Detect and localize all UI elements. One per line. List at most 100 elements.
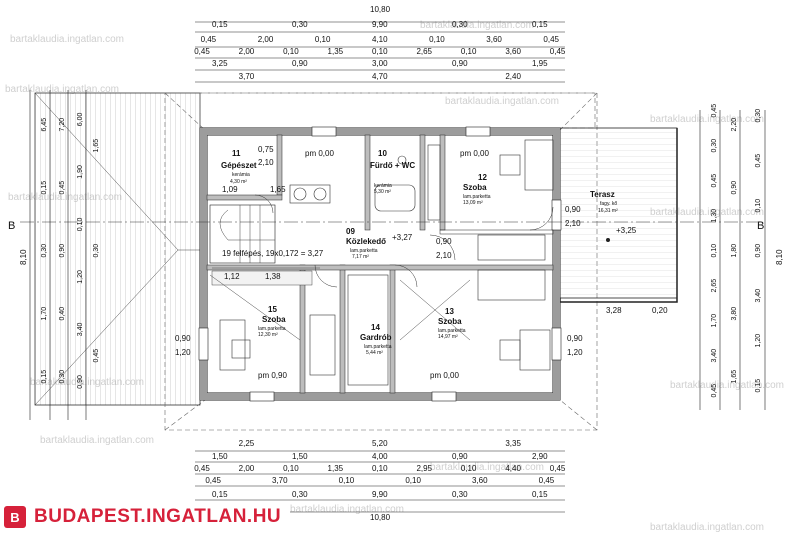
staircase (209, 204, 320, 286)
section-label-right: B (757, 220, 764, 232)
dimension-value: 9,90 (372, 20, 388, 29)
wardrobe (427, 144, 441, 221)
room-14-floor: lam.parketta (364, 344, 392, 350)
dimension-value: 2,65 (416, 47, 432, 56)
level-label: pm 0,00 (430, 371, 459, 380)
dimension-value: 0,15 (755, 379, 762, 393)
terrace: Terasz fagy. kő 16,31 m² +3,25 (559, 127, 678, 303)
dimension-value: 4,40 (505, 464, 521, 473)
dimension-value: 0,45 (539, 476, 555, 485)
watermark-text: bartaklaudia.ingatlan.com (290, 504, 404, 515)
dimension-value: 0,15 (41, 370, 48, 384)
room-13-area: 14,97 m² (438, 334, 458, 340)
dimension-label: 1,20 (567, 348, 583, 357)
dimension-value: 2,20 (731, 118, 738, 132)
dimension-value: 0,30 (93, 244, 100, 258)
dimension-value: 4,70 (372, 72, 388, 81)
dimension-value: 0,10 (461, 464, 477, 473)
dimension-value: 0,10 (461, 47, 477, 56)
brand-logo-icon: B (4, 506, 26, 528)
dimension-value: 0,45 (550, 464, 566, 473)
room-15-floor: lam.parketta (258, 326, 286, 332)
level-label: pm 0,90 (258, 371, 287, 380)
dimension-value: 0,45 (711, 384, 718, 398)
dimension-label: 0,90 (567, 334, 583, 343)
dimension-value: 0,45 (755, 154, 762, 168)
right-dimensions: 8,10 0,450,300,451,300,102,651,703,400,4… (699, 104, 784, 410)
watermark-text: bartaklaudia.ingatlan.com (650, 522, 764, 533)
room-14-name: Gardrób (360, 333, 392, 342)
room-10-number: 10 (378, 149, 387, 158)
room-09-floor: lam.parketta (350, 248, 378, 254)
terrace-level: +3,25 (616, 226, 637, 235)
dimension-value: 3,60 (472, 476, 488, 485)
dimension-value: 1,20 (755, 334, 762, 348)
dimension-value: 0,90 (59, 244, 66, 258)
dimension-value: 2,65 (711, 279, 718, 293)
level-marker-icon (606, 238, 610, 242)
room-10-name: Fürdő + WC (370, 161, 415, 170)
dim-total: 10,80 (370, 513, 391, 522)
dimension-value: 2,00 (239, 47, 255, 56)
furniture (209, 139, 554, 386)
level-label: pm 0,00 (305, 149, 334, 158)
room-12-name: Szoba (463, 183, 487, 192)
dimension-value: 0,45 (194, 464, 210, 473)
dimension-value: 1,70 (711, 314, 718, 328)
dimension-value: 0,30 (452, 20, 468, 29)
dimension-label: 1,09 (222, 185, 238, 194)
dimension-value: 0,45 (550, 47, 566, 56)
room-12-number: 12 (478, 173, 487, 182)
desk (219, 319, 246, 371)
room-15-area: 12,30 m² (258, 332, 278, 338)
dimension-label: 0,90 (565, 205, 581, 214)
brand-banner[interactable]: B BUDAPEST.INGATLAN.HU (4, 503, 290, 531)
desk (524, 139, 554, 191)
dimension-value: 4,10 (372, 35, 388, 44)
dimension-value: 0,15 (212, 490, 228, 499)
terrace-floor: fagy. kő (600, 201, 617, 207)
dimension-value: 2,00 (239, 464, 255, 473)
desk (519, 329, 551, 371)
dimension-value: 2,95 (416, 464, 432, 473)
dimension-value: 0,45 (711, 174, 718, 188)
room-10-floor: kerámia (374, 183, 392, 189)
room-13-name: Szoba (438, 317, 462, 326)
bathtub (374, 184, 416, 212)
dimension-value: 0,90 (731, 181, 738, 195)
dimension-value: 0,10 (755, 199, 762, 213)
dimension-value: 0,15 (212, 20, 228, 29)
dimension-value: 4,00 (372, 452, 388, 461)
dimension-value: 3,70 (239, 72, 255, 81)
wc (397, 155, 407, 165)
dimension-label: 2,10 (565, 219, 581, 228)
watermark-text: bartaklaudia.ingatlan.com (650, 114, 764, 125)
room-labels: 11 Gépészet kerámia 4,30 m² 10 Fürdő + W… (175, 145, 668, 380)
level-label: pm 0,00 (460, 149, 489, 158)
dimension-value: 0,30 (292, 490, 308, 499)
dimension-value: 1,50 (292, 452, 308, 461)
room-14-number: 14 (371, 323, 380, 332)
dimension-value: 0,30 (711, 139, 718, 153)
dimension-value: 3,60 (486, 35, 502, 44)
dimension-value: 0,10 (372, 47, 388, 56)
room-13-floor: lam.parketta (438, 328, 466, 334)
dimension-value: 0,10 (339, 476, 355, 485)
dim-total: 10,80 (370, 5, 391, 14)
dimension-value: 3,35 (505, 439, 521, 448)
dimension-value: 3,40 (77, 323, 84, 337)
dim-total: 8,10 (19, 249, 28, 265)
section-line: B B (8, 220, 764, 232)
dimension-value: 7,20 (59, 118, 66, 132)
dimension-value: 0,90 (292, 59, 308, 68)
dimension-value: 2,00 (258, 35, 274, 44)
dimension-value: 1,50 (212, 452, 228, 461)
dimension-value: 0,30 (41, 244, 48, 258)
room-09-name: Közlekedő (346, 237, 386, 246)
dimension-value: 0,45 (201, 35, 217, 44)
dimension-value: 3,25 (212, 59, 228, 68)
section-label-left: B (8, 220, 15, 232)
wardrobe (309, 314, 336, 376)
